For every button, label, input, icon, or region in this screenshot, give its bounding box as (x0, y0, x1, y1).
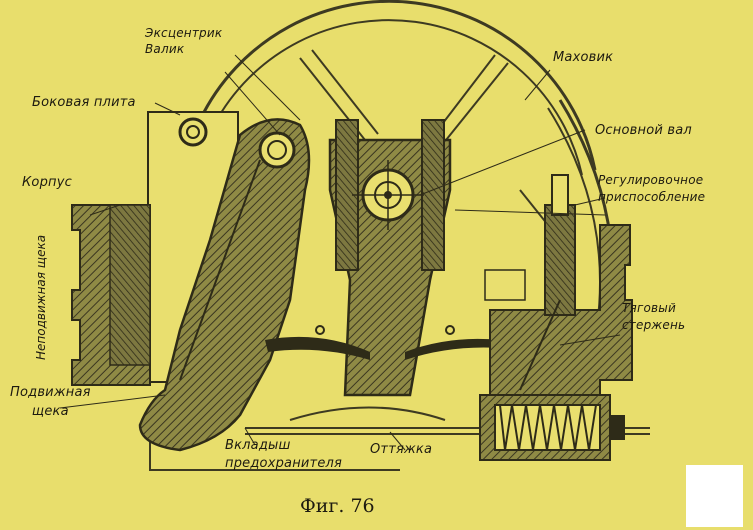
label-main-shaft: Основной вал (595, 123, 692, 138)
leader-lines (59, 54, 621, 451)
rear-housing (484, 174, 633, 401)
figure-caption: Фиг. 76 (300, 495, 375, 517)
spring-assembly (479, 394, 625, 461)
label-tie-rod: Оттяжка (370, 442, 433, 457)
label-movable-jaw: Подвижная щека (10, 385, 91, 419)
label-flywheel: Маховик (553, 50, 614, 65)
label-adjusting-device: Регулировочное приспособление (598, 173, 706, 204)
label-safety-insert: Вкладыш предохранителя (225, 438, 343, 471)
housing (71, 204, 151, 386)
pitman (328, 119, 452, 397)
movable-jaw (138, 118, 311, 452)
label-side-plate: Боковая плита (32, 95, 136, 110)
toggle-plates (265, 325, 500, 360)
label-fixed-jaw: Неподвижная щека (34, 234, 48, 360)
blank-corner (686, 465, 743, 527)
label-eccentric-shaft: Эксцентрик Валик (145, 26, 223, 56)
label-pull-rod: Тяговый стержень (622, 301, 686, 332)
label-housing: Корпус (22, 175, 72, 190)
